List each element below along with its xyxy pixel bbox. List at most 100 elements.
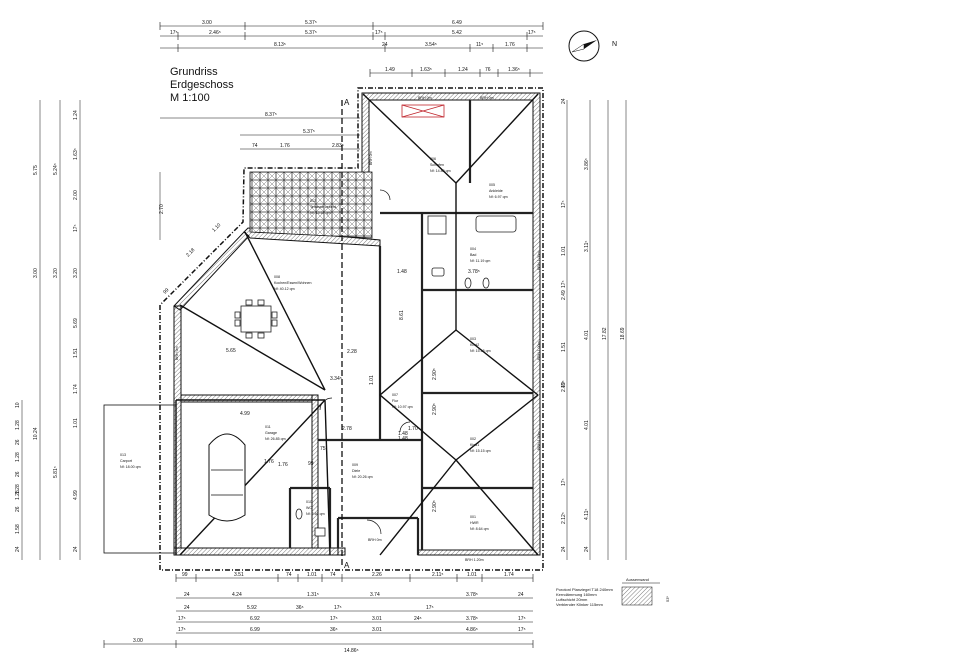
- svg-text:2.49: 2.49: [561, 382, 567, 392]
- svg-text:8.13⁵: 8.13⁵: [274, 42, 286, 48]
- svg-text:2.12⁵: 2.12⁵: [561, 512, 567, 524]
- svg-text:013: 013: [120, 453, 126, 457]
- svg-text:24: 24: [184, 605, 190, 611]
- roof-outline: [159, 87, 544, 571]
- svg-text:1.24: 1.24: [458, 67, 468, 73]
- svg-text:5.92: 5.92: [247, 605, 257, 611]
- svg-text:1.63⁵: 1.63⁵: [73, 148, 79, 160]
- svg-text:012: 012: [310, 199, 316, 203]
- svg-text:5.37⁵: 5.37⁵: [305, 30, 317, 36]
- svg-text:24: 24: [561, 98, 567, 104]
- svg-text:24: 24: [584, 546, 590, 552]
- svg-text:24: 24: [518, 592, 524, 598]
- tick-marks-top: [159, 22, 544, 77]
- svg-text:Flur: Flur: [392, 399, 399, 403]
- svg-text:6.99: 6.99: [250, 627, 260, 633]
- carport-outline: [103, 404, 177, 554]
- exterior-wall-nw-diag: [173, 231, 250, 311]
- svg-text:2.78: 2.78: [342, 426, 352, 432]
- svg-text:2.46⁵: 2.46⁵: [209, 30, 221, 36]
- svg-text:009: 009: [352, 463, 358, 467]
- svg-text:2.90⁵: 2.90⁵: [432, 403, 438, 415]
- svg-text:1.51: 1.51: [73, 348, 79, 358]
- svg-text:1.51: 1.51: [561, 342, 567, 352]
- sink: [431, 267, 445, 277]
- garage-wall-north: [180, 394, 313, 403]
- wall-legend: Aussenwand Porotonl Planziegel T18 240mm…: [556, 577, 670, 607]
- svg-text:Kind1: Kind1: [470, 443, 479, 447]
- svg-text:2.26: 2.26: [372, 572, 382, 578]
- svg-text:Nf: 15.15 qm: Nf: 15.15 qm: [470, 349, 491, 353]
- shower: [427, 215, 447, 235]
- svg-text:6.49: 6.49: [452, 20, 462, 26]
- svg-text:24⁵: 24⁵: [414, 616, 422, 622]
- svg-text:002: 002: [470, 437, 476, 441]
- dim-text-right: 18.69 17.82 3.86⁵ 3.11⁵ 4.01 4.01 4.11⁵ …: [561, 98, 626, 552]
- svg-text:5.37⁵: 5.37⁵: [303, 129, 315, 135]
- svg-text:1.63⁵: 1.63⁵: [420, 67, 432, 73]
- svg-text:5.75: 5.75: [33, 165, 39, 175]
- exterior-wall-east-wing: [361, 92, 541, 556]
- svg-text:3.00: 3.00: [202, 20, 212, 26]
- svg-text:74: 74: [286, 572, 292, 578]
- svg-text:BRH 0m: BRH 0m: [418, 96, 432, 100]
- svg-text:10: 10: [15, 402, 21, 408]
- svg-text:1.74: 1.74: [73, 384, 79, 394]
- toilet: [464, 277, 472, 289]
- svg-text:17⁵: 17⁵: [375, 30, 383, 36]
- svg-text:1.31⁵: 1.31⁵: [307, 592, 319, 598]
- dimension-lines-bottom: [104, 577, 533, 645]
- svg-text:24: 24: [184, 592, 190, 598]
- svg-text:Nf: 2.60 qm: Nf: 2.60 qm: [306, 512, 325, 516]
- svg-text:Nf: 10.97 qm: Nf: 10.97 qm: [392, 405, 413, 409]
- svg-text:1.76: 1.76: [264, 459, 274, 465]
- dim-text-inner: 2.70 5.65 2.28 4.99 2.78 1.76 75 99 1.48…: [159, 204, 480, 512]
- svg-text:5.81⁵: 5.81⁵: [53, 466, 59, 478]
- dining-table: [240, 305, 272, 333]
- svg-text:006: 006: [430, 157, 436, 161]
- svg-text:WC: WC: [306, 506, 312, 510]
- svg-text:HWR: HWR: [470, 521, 479, 525]
- svg-text:Verblender Klinker 115mm: Verblender Klinker 115mm: [556, 602, 604, 607]
- red-window-cross: [401, 104, 445, 118]
- svg-text:5.65: 5.65: [226, 348, 236, 354]
- svg-text:1.74: 1.74: [504, 572, 514, 578]
- svg-text:24: 24: [382, 42, 388, 48]
- svg-text:005: 005: [489, 183, 495, 187]
- svg-text:4.24: 4.24: [232, 592, 242, 598]
- svg-text:2.90⁵: 2.90⁵: [432, 500, 438, 512]
- dim-text-bottom: 99 3.51 74 1.01 74 2.26 2.11⁵ 1.01 1.74 …: [133, 572, 526, 654]
- svg-text:75: 75: [320, 446, 326, 452]
- svg-text:14.86⁵: 14.86⁵: [344, 648, 359, 654]
- svg-text:1.01: 1.01: [73, 418, 79, 428]
- svg-text:Schlafen: Schlafen: [430, 163, 444, 167]
- svg-text:Carport: Carport: [120, 459, 132, 463]
- svg-text:1.49: 1.49: [385, 67, 395, 73]
- svg-text:4.99: 4.99: [240, 411, 250, 417]
- svg-text:2.11⁵: 2.11⁵: [432, 572, 443, 578]
- svg-text:Nf: 8.64 qm: Nf: 8.64 qm: [470, 527, 489, 531]
- svg-text:26: 26: [15, 506, 21, 512]
- exterior-wall-south: [173, 547, 339, 556]
- svg-text:3.51: 3.51: [234, 572, 244, 578]
- svg-text:99: 99: [162, 287, 170, 295]
- svg-text:2.28: 2.28: [347, 349, 357, 355]
- svg-text:24: 24: [561, 546, 567, 552]
- svg-text:17⁵: 17⁵: [518, 616, 526, 622]
- car-outline: [208, 433, 246, 522]
- svg-text:1.01: 1.01: [561, 246, 567, 256]
- svg-text:1.10: 1.10: [211, 222, 222, 233]
- section-mark-top: A: [344, 98, 350, 107]
- partitions: [288, 100, 533, 555]
- svg-text:2.18: 2.18: [185, 247, 196, 258]
- bathtub: [475, 215, 517, 233]
- svg-text:Porotonl Planziegel T18 240mm: Porotonl Planziegel T18 240mm: [556, 587, 614, 592]
- svg-text:1.28: 1.28: [15, 452, 21, 462]
- svg-text:17⁵: 17⁵: [561, 280, 567, 288]
- svg-text:6.92: 6.92: [250, 616, 260, 622]
- svg-text:Nf: 26.85 qm: Nf: 26.85 qm: [265, 437, 286, 441]
